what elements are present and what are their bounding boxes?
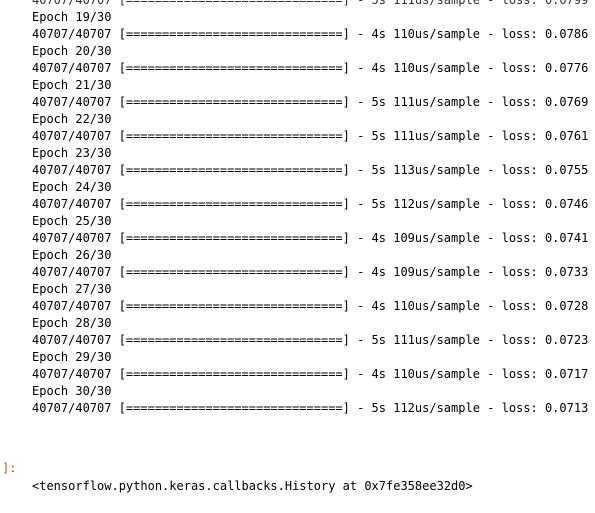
log-line: 40707/40707 [===========================… xyxy=(32,95,589,109)
log-line: 40707/40707 [===========================… xyxy=(32,0,589,7)
log-line: 40707/40707 [===========================… xyxy=(32,163,589,177)
log-line: Epoch 20/30 xyxy=(32,44,112,58)
history-result-text: <tensorflow.python.keras.callbacks.Histo… xyxy=(32,479,473,493)
log-line: Epoch 21/30 xyxy=(32,78,112,92)
execution-result-row: ]: <tensorflow.python.keras.callbacks.Hi… xyxy=(0,441,595,493)
log-line: 40707/40707 [===========================… xyxy=(32,197,589,211)
log-line: Epoch 29/30 xyxy=(32,350,112,364)
log-line: 40707/40707 [===========================… xyxy=(32,333,589,347)
log-line: 40707/40707 [===========================… xyxy=(32,231,589,245)
log-line: 40707/40707 [===========================… xyxy=(32,265,589,279)
log-line: Epoch 27/30 xyxy=(32,282,112,296)
log-line: Epoch 28/30 xyxy=(32,316,112,330)
log-line: 40707/40707 [===========================… xyxy=(32,129,589,143)
log-line: 40707/40707 [===========================… xyxy=(32,61,589,75)
output-prompt: ]: xyxy=(2,461,17,475)
log-line: Epoch 22/30 xyxy=(32,112,112,126)
log-line: Epoch 19/30 xyxy=(32,10,112,24)
log-line: 40707/40707 [===========================… xyxy=(32,27,589,41)
log-line: Epoch 26/30 xyxy=(32,248,112,262)
log-line: Epoch 23/30 xyxy=(32,146,112,160)
log-line: 40707/40707 [===========================… xyxy=(32,299,589,313)
cell-output-area: 40707/40707 [===========================… xyxy=(0,0,595,493)
training-log: 40707/40707 [===========================… xyxy=(32,0,592,417)
log-line: Epoch 25/30 xyxy=(32,214,112,228)
log-line: Epoch 24/30 xyxy=(32,180,112,194)
log-line: Epoch 30/30 xyxy=(32,384,112,398)
log-line: 40707/40707 [===========================… xyxy=(32,401,589,415)
log-line: 40707/40707 [===========================… xyxy=(32,367,589,381)
